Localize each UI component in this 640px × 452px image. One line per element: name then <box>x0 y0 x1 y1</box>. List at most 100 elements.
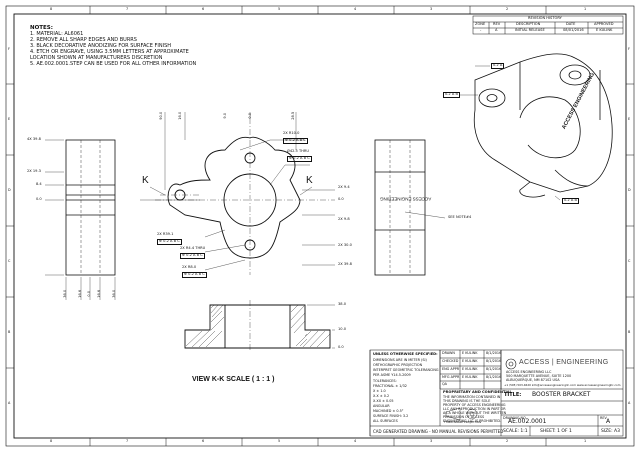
callout-position: ⊕ 0.2 A B C <box>180 253 205 259</box>
tb-tol-line: ANGULAR <box>373 404 390 408</box>
tb-role: MFG APPR <box>442 375 460 379</box>
zone-row-label: A <box>628 401 631 405</box>
tb-date: 8/1/2016 <box>486 351 502 355</box>
section-dims <box>249 300 335 352</box>
callout-position: ⊕ 0.2 A B C <box>287 156 312 162</box>
size-value: SIZE: A3 <box>601 429 620 434</box>
tb-tol-line: X.X ± 0.2 <box>373 394 390 398</box>
zone-col-label: 1 <box>584 7 587 11</box>
zone-row-label: E <box>8 117 11 121</box>
dim-label: 16.6 <box>78 289 83 298</box>
zone-col-label: 3 <box>430 7 433 11</box>
zone-col-label: 1 <box>584 439 587 443</box>
revision-header: APPROVED <box>594 22 614 26</box>
revision-table <box>472 15 624 35</box>
projection-label: THIRD ANGLE PROJECTION <box>444 420 482 424</box>
rev-value: A <box>606 418 611 425</box>
tb-name: E KULINK <box>462 367 478 371</box>
company-logo <box>505 358 517 370</box>
tb-tol-line: ALL SURFACES <box>373 419 398 423</box>
proprietary-line: LLC ANY REPRODUCTION IN PART OR <box>443 407 506 411</box>
dim-label: 36.0 <box>63 289 68 298</box>
zone-row-label: A <box>8 401 11 405</box>
front-view <box>167 136 301 259</box>
proprietary-line: PROPERTY OF ACCESS ENGINEERING <box>443 403 506 407</box>
tb-date: 8/1/2016 <box>486 375 502 379</box>
zone-col-label: 5 <box>278 7 281 11</box>
company-name: ACCESS | ENGINEERING <box>519 359 609 366</box>
proprietary-line: AS A WHOLE WITHOUT THE WRITTEN <box>443 411 507 415</box>
isometric-view <box>473 53 613 198</box>
section-view <box>184 304 331 349</box>
dim-label: 0.0 <box>338 197 344 201</box>
dim-label: 36.0 <box>112 289 117 298</box>
tb-tol-line: INTERPRET GEOMETRIC TOLERANCING <box>373 368 439 372</box>
tb-name: E KULINK <box>462 359 478 363</box>
view-label: VIEW K-K SCALE ( 1 : 1 ) <box>192 376 275 383</box>
dim-label: 0.0 <box>248 112 253 119</box>
proprietary-title: PROPRIETARY AND CONFIDENTIAL <box>443 390 512 394</box>
dim-label: 2X 9.4 <box>338 185 350 189</box>
title-label: TITLE: <box>504 392 522 398</box>
callout-position: ⊕ 0.2 A B C <box>283 138 308 144</box>
zone-col-label: 6 <box>202 7 205 11</box>
revision-title: REVISION HISTORY <box>528 16 562 20</box>
note-line: 1. MATERIAL: AL6061 <box>30 31 84 37</box>
control-frame: 0.2 A <box>491 63 505 69</box>
left-side-view <box>65 139 116 276</box>
zone-row-label: D <box>628 188 631 192</box>
note-line: 4. ETCH OR ENGRAVE, USING 3.5MM LETTERS … <box>30 49 189 55</box>
dim-label: 16.6 <box>97 289 102 298</box>
note-line: LOCATION SHOWN AT MANUFACTURERS DISCRETI… <box>30 55 163 61</box>
zone-row-label: C <box>628 259 631 263</box>
tb-tol-line: TOLERANCES: <box>373 379 397 383</box>
dim-label: 2X 39.8 <box>338 262 352 266</box>
tb-tol-line: MACHINED ± 0.5° <box>373 409 404 413</box>
revision-cell: - <box>480 28 482 32</box>
proprietary-line: THIS DRAWING IS THE SOLE <box>443 399 491 403</box>
section-marker-right: K <box>306 175 313 186</box>
callout-radius: 2X R8.0 <box>182 265 197 269</box>
tb-date: 8/1/2016 <box>486 359 502 363</box>
projection-symbol <box>445 407 478 421</box>
iso-leaders <box>460 65 561 201</box>
tb-name: E KULINK <box>462 351 478 355</box>
dim-label: 0.0 <box>87 290 92 297</box>
note-line: 2. REMOVE ALL SHARP EDGES AND BURRS <box>30 37 137 43</box>
cad-note: CAD GENERATED DRAWING - NO MANUAL REVISI… <box>373 429 504 434</box>
section-marker-left: K <box>142 175 149 186</box>
revision-cell: INITIAL RELEASE <box>515 28 545 32</box>
title-block-lines <box>369 349 624 437</box>
front-centerlines <box>155 118 335 275</box>
front-dims <box>140 112 335 271</box>
zone-col-label: 4 <box>354 7 357 11</box>
left-view-dims <box>45 139 116 300</box>
drawing-number-label: DRAWING NO. <box>503 416 527 420</box>
company-contact: +1 (505) 503-4620 info@accessengineering… <box>504 383 621 387</box>
tb-tol-line: FRACTIONAL ± 1/32 <box>373 384 407 388</box>
callout-position: ⊕ 0.2 A B C <box>182 272 207 278</box>
proprietary-line: ENGINEERING LLC IS PROHIBITED. <box>443 419 502 423</box>
drawing-title: BOOSTER BRACKET <box>532 391 591 398</box>
zone-col-label: 4 <box>354 439 357 443</box>
zone-col-label: 2 <box>506 7 509 11</box>
sheet-value: SHEET: 1 OF 1 <box>540 429 572 434</box>
callout-diameter: Ø42.5 THRU <box>287 149 309 153</box>
dim-label: 2X 19.3 <box>27 169 41 173</box>
revision-header: ZONE <box>475 22 486 26</box>
zone-row-label: E <box>628 117 631 121</box>
tb-tol-line: X ± 1.0 <box>373 389 386 393</box>
notes-block: NOTES: 1. MATERIAL: AL6061 2. REMOVE ALL… <box>30 25 196 67</box>
tb-role: QA <box>442 382 447 386</box>
zone-row-label: F <box>8 47 10 51</box>
tb-role: ENG APPR <box>442 367 460 371</box>
zone-row-label: B <box>8 330 11 334</box>
company-line: ALBUQUERQUE, NM 87102 USA <box>506 378 560 382</box>
zone-row-label: F <box>628 47 630 51</box>
zone-row-label: D <box>8 188 11 192</box>
revision-header: DATE <box>566 22 576 26</box>
dim-label: 90.0 <box>159 111 164 120</box>
dim-label: 9.0 <box>223 112 228 119</box>
